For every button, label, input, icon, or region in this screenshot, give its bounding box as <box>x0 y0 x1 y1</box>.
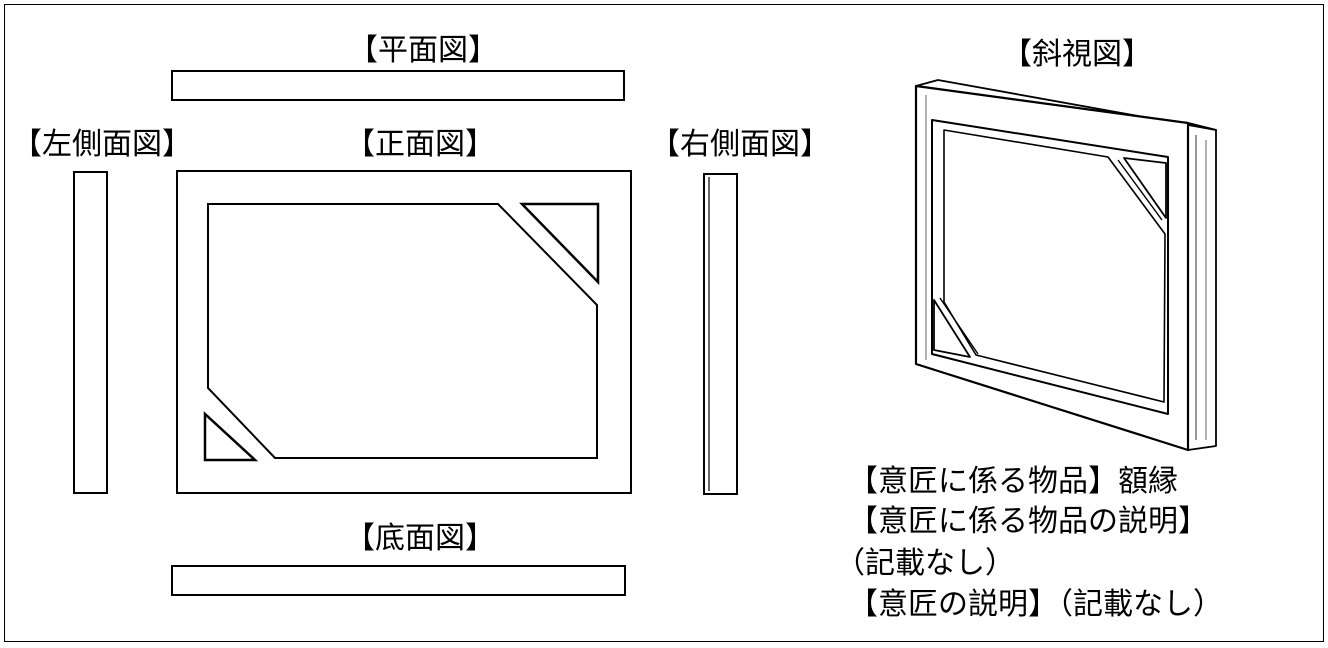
top-view-label: 【平面図】 <box>348 33 498 68</box>
front-view-label: 【正面図】 <box>345 127 495 162</box>
perspective-view-frame <box>914 79 1217 452</box>
corner-triangle-top-right <box>519 202 600 286</box>
right-view-label: 【右側面図】 <box>650 127 830 162</box>
bottom-view-label: 【底面図】 <box>345 521 495 556</box>
right-view-frame <box>703 173 738 495</box>
left-view-frame <box>73 171 108 494</box>
design-explanation: 【意匠の説明】（記載なし） <box>848 587 1223 622</box>
bottom-view-frame <box>171 565 626 596</box>
front-view-frame <box>176 170 632 494</box>
top-view-frame <box>171 70 625 101</box>
perspective-view-label: 【斜視図】 <box>1002 37 1152 72</box>
corner-triangle-bottom-left <box>203 411 259 462</box>
article-explanation-value: （記載なし） <box>835 546 1015 581</box>
article-line: 【意匠に係る物品】額縁 <box>848 464 1178 499</box>
left-view-label: 【左側面図】 <box>12 127 192 162</box>
article-explanation-heading: 【意匠に係る物品の説明】 <box>848 504 1208 539</box>
